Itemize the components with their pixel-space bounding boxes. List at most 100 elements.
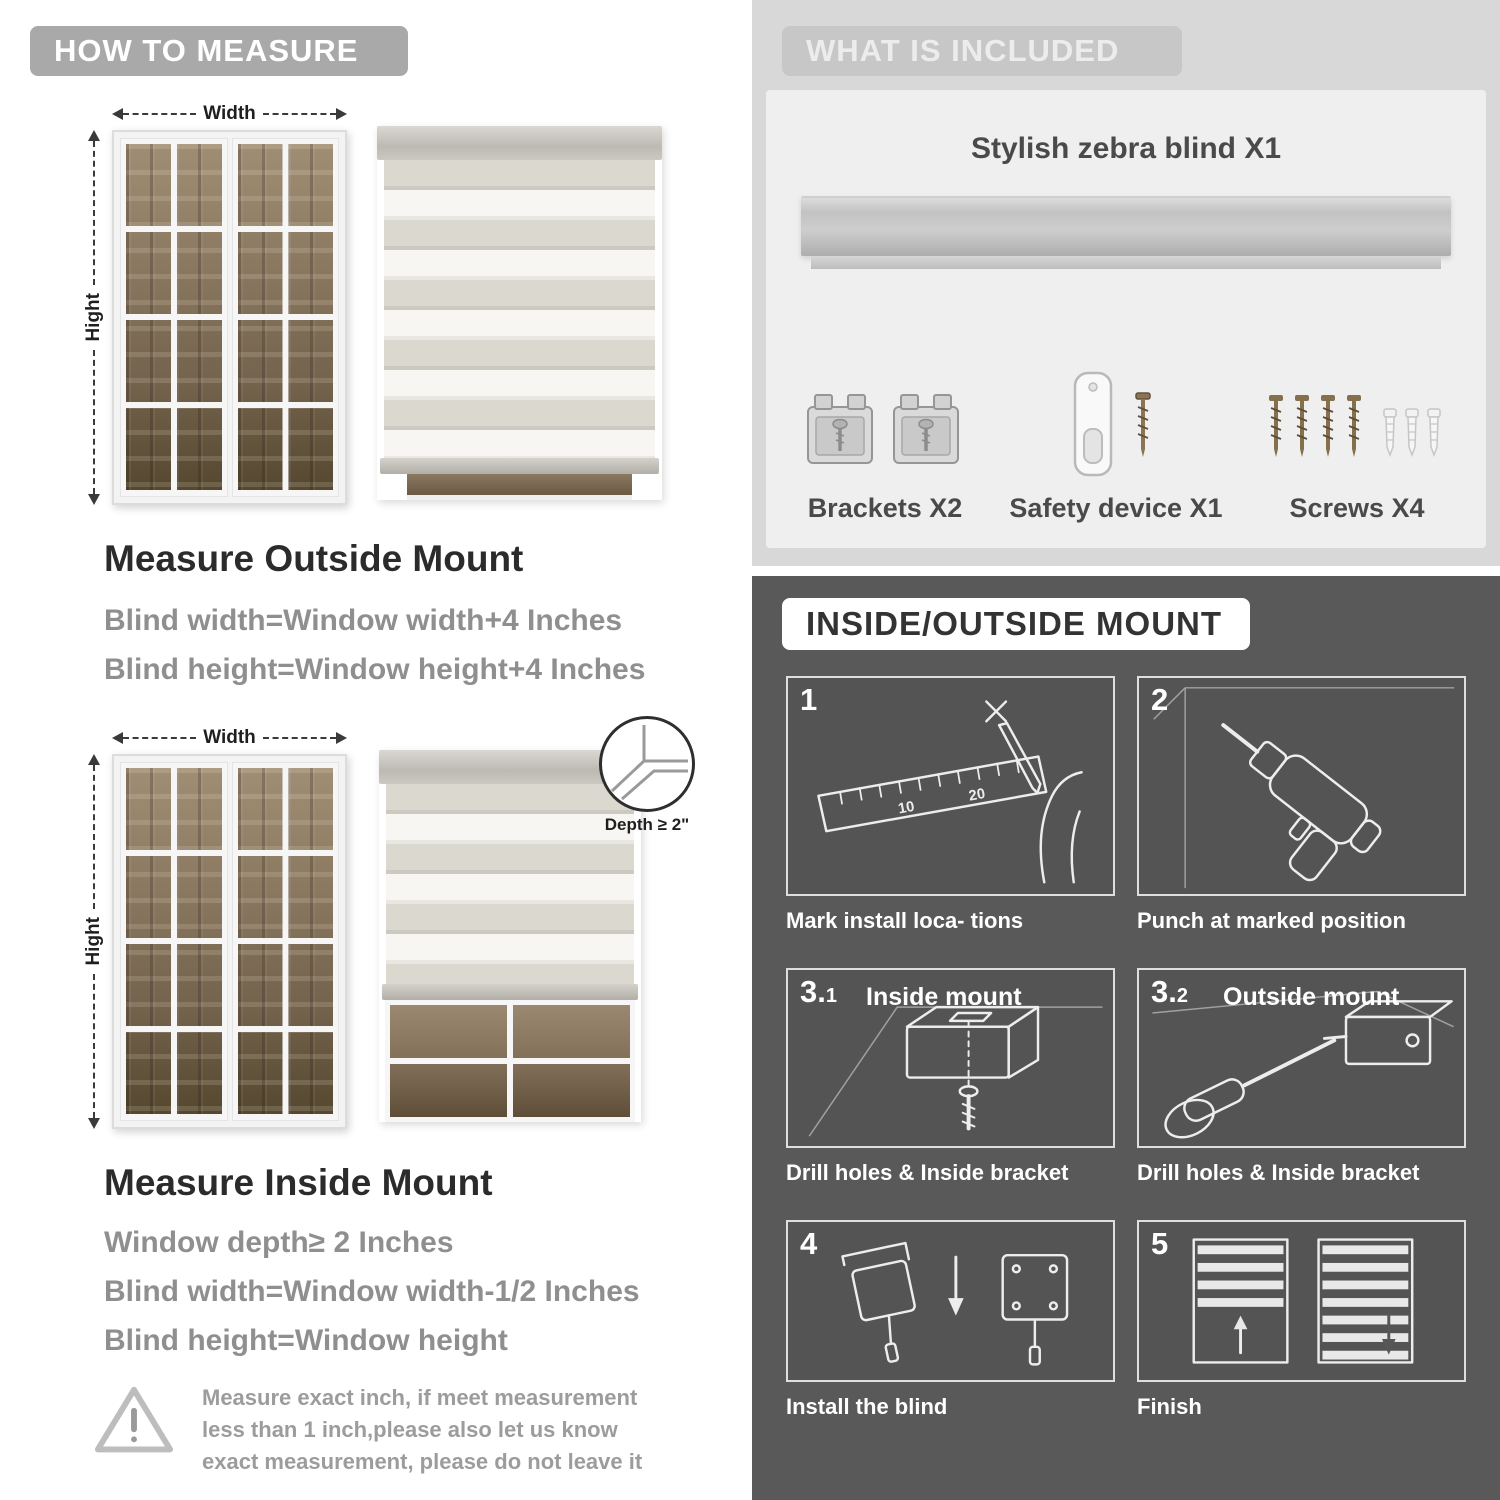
- inside-line-2: Blind width=Window width-1/2 Inches: [104, 1275, 640, 1308]
- width-arrow: Width: [112, 102, 347, 126]
- arrow-up-icon: [88, 754, 100, 765]
- width-label: Width: [203, 103, 256, 124]
- outside-line-2: Blind height=Window height+4 Inches: [104, 653, 646, 686]
- svg-text:10: 10: [897, 799, 916, 818]
- outside-bracket-illustration: [1152, 990, 1454, 1139]
- arrow-right-icon: [336, 108, 347, 120]
- zebra-blind-headrail-image: [801, 196, 1451, 269]
- outside-mount-title: Measure Outside Mount: [104, 538, 524, 579]
- outside-mount-lines: Blind width=Window width+4 Inches Blind …: [104, 596, 645, 694]
- depth-label: Depth ≥ 2": [604, 815, 690, 834]
- step-number: 4: [800, 1226, 818, 1261]
- window-photo: [112, 754, 347, 1129]
- outside-mount-diagram: Width Hight: [76, 102, 662, 506]
- inside-mount-title: Measure Inside Mount: [104, 1162, 493, 1203]
- step-number: 5: [1151, 1226, 1169, 1261]
- inside-line-3: Blind height=Window height: [104, 1324, 508, 1357]
- mount-steps-grid: 1 10 20 Mark install loca- tions: [786, 676, 1466, 1420]
- zebra-blind-inside-illustration: Depth ≥ 2": [379, 716, 695, 1122]
- step-1-caption: Mark install loca- tions: [786, 908, 1024, 933]
- step-5-panel: 5: [1137, 1220, 1466, 1382]
- included-item-screws: Screws X4: [1262, 385, 1452, 524]
- included-card: Stylish zebra blind X1: [766, 90, 1486, 548]
- inside-mount-lines: Window depth≥ 2 Inches Blind width=Windo…: [104, 1218, 640, 1365]
- step-3-2-panel: 3. 2 Outside mount: [1137, 968, 1466, 1148]
- window-sash-right: [231, 762, 339, 1121]
- window-photo: [112, 130, 347, 505]
- how-to-measure-banner: HOW TO MEASURE: [30, 26, 408, 76]
- step-3-1-panel: 3. 1 Inside mount: [786, 968, 1115, 1148]
- step-2: 2 Punc: [1137, 676, 1466, 934]
- arrow-right-icon: [336, 732, 347, 744]
- mount-banner: INSIDE/OUTSIDE MOUNT: [782, 598, 1250, 650]
- blind-zebra-stripes: [386, 784, 634, 984]
- arrow-down-icon: [88, 1118, 100, 1130]
- step-3-1-caption: Drill holes & Inside bracket: [786, 1160, 1069, 1185]
- step-number-sub: 1: [825, 985, 837, 1007]
- step-number: 3.: [1151, 974, 1177, 1009]
- brackets-icon: [807, 394, 959, 464]
- inside-bracket-illustration: [808, 1005, 1103, 1137]
- width-label: Width: [203, 727, 256, 748]
- blind-zebra-stripes: [384, 160, 655, 458]
- arrow-left-icon: [112, 732, 123, 744]
- outside-line-1: Blind width=Window width+4 Inches: [104, 604, 623, 637]
- height-label: Hight: [83, 917, 104, 966]
- step-4-panel: 4: [786, 1220, 1115, 1382]
- blind-bottom-rail: [382, 984, 638, 1000]
- safety-device-icon: [1073, 371, 1151, 477]
- blind-cassette: [379, 750, 641, 784]
- window-sash-left: [120, 762, 228, 1121]
- safety-device-label: Safety device X1: [1009, 493, 1223, 523]
- height-arrow: Hight: [76, 754, 112, 1130]
- right-column: WHAT IS INCLUDED Stylish zebra blind X1: [752, 0, 1500, 1500]
- step-1-panel: 1 10 20: [786, 676, 1115, 896]
- warning-text: Measure exact inch, if meet measurement …: [202, 1385, 643, 1474]
- screws-label: Screws X4: [1289, 493, 1425, 523]
- drill-illustration: [1153, 687, 1455, 889]
- height-arrow: Hight: [76, 130, 112, 506]
- step-number: 2: [1151, 682, 1169, 717]
- arrow-down-icon: [88, 494, 100, 506]
- step-5: 5: [1137, 1220, 1466, 1420]
- step-1: 1 10 20 Mark install loca- tions: [786, 676, 1115, 934]
- inside-line-1: Window depth≥ 2 Inches: [104, 1226, 454, 1259]
- step-number: 1: [800, 682, 818, 717]
- step-number: 3.: [800, 974, 826, 1009]
- window-corner-icon: [610, 725, 688, 801]
- svg-text:20: 20: [968, 786, 987, 805]
- step-3-2-title: Outside mount: [1223, 983, 1400, 1011]
- included-items-row: Brackets X2: [800, 369, 1452, 524]
- depth-detail-circle: [599, 716, 695, 812]
- window-sash-left: [120, 138, 228, 497]
- arrow-up-icon: [88, 130, 100, 141]
- step-4-caption: Install the blind: [786, 1394, 948, 1419]
- included-item-brackets: Brackets X2: [800, 385, 970, 524]
- arrow-left-icon: [112, 108, 123, 120]
- what-is-included-section: WHAT IS INCLUDED Stylish zebra blind X1: [752, 0, 1500, 566]
- screws-icon: [1268, 395, 1441, 458]
- step-3-1-title: Inside mount: [866, 983, 1022, 1011]
- height-label: Hight: [83, 293, 104, 342]
- how-to-measure-section: HOW TO MEASURE Width Hight: [30, 26, 695, 1478]
- step-5-caption: Finish: [1137, 1394, 1202, 1419]
- step-2-panel: 2: [1137, 676, 1466, 896]
- brackets-label: Brackets X2: [807, 493, 963, 523]
- blind-bottom-rail: [380, 458, 659, 474]
- zebra-blind-outside-illustration: [377, 126, 662, 500]
- depth-callout: Depth ≥ 2": [591, 716, 703, 835]
- measure-warning: Measure exact inch, if meet measurement …: [92, 1382, 682, 1478]
- section-divider: [752, 566, 1500, 576]
- step-number-sub: 2: [1176, 985, 1188, 1007]
- mount-instructions-section: INSIDE/OUTSIDE MOUNT 1 10 20: [752, 576, 1500, 1500]
- included-item-safety-device: Safety device X1: [1009, 369, 1223, 524]
- blind-cassette: [377, 126, 662, 160]
- step-3-2-caption: Drill holes & Inside bracket: [1137, 1160, 1420, 1185]
- window-sill-below-blind: [407, 474, 632, 500]
- inside-mount-diagram: Width Hight: [76, 716, 695, 1130]
- window-sash-right: [231, 138, 339, 497]
- mark-locations-illustration: 10 20: [817, 700, 1083, 884]
- step-3-1: 3. 1 Inside mount: [786, 968, 1115, 1186]
- product-name: Stylish zebra blind X1: [970, 132, 1282, 165]
